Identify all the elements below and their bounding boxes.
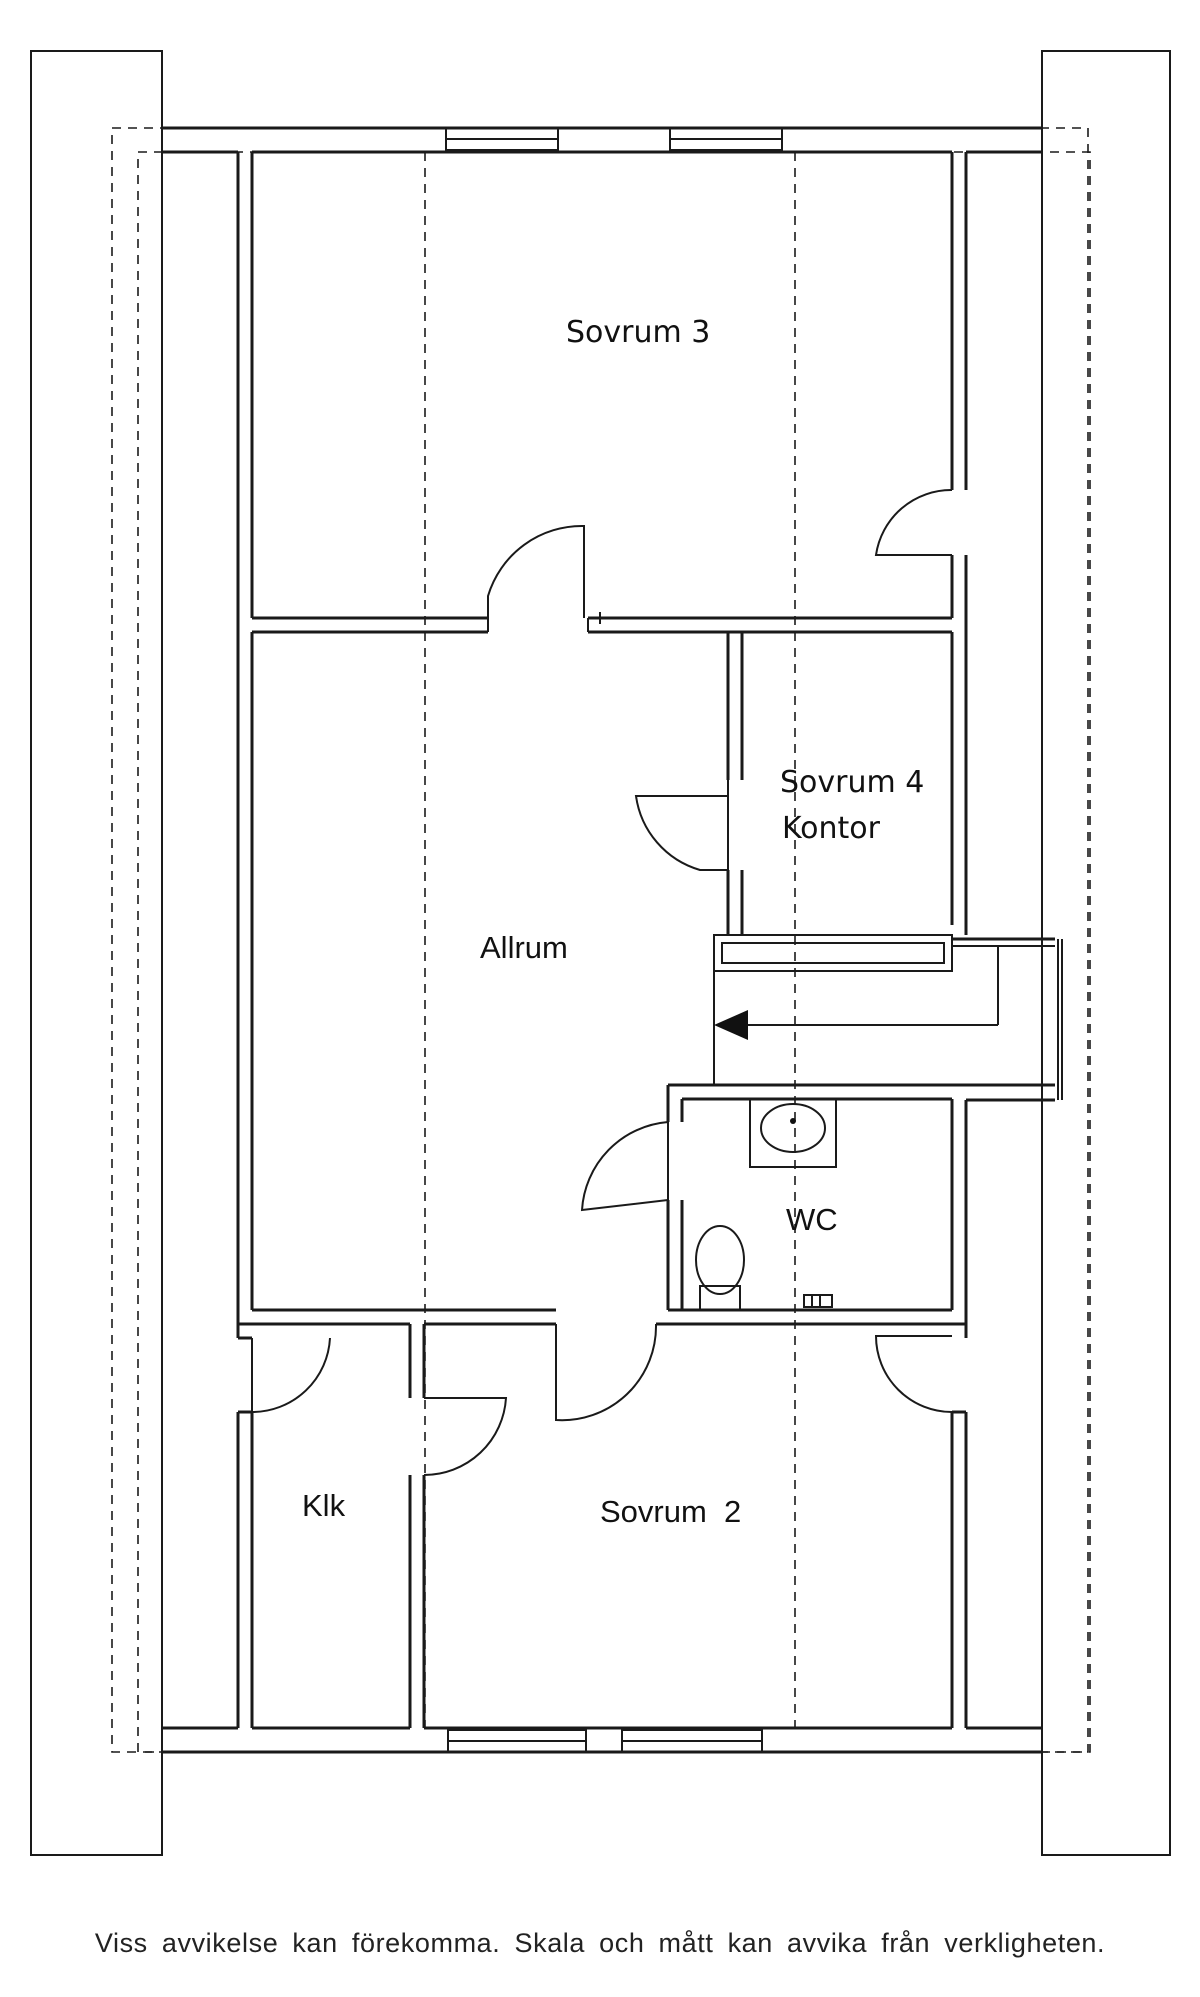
room-label-kontor: Kontor — [782, 811, 881, 846]
disclaimer-text: Viss avvikelse kan förekomma. Skala och … — [94, 1928, 1106, 1958]
room-label-sovrum2: Sovrum 2 — [600, 1494, 741, 1529]
windows — [445, 127, 783, 1753]
exterior-walls — [162, 126, 1042, 1754]
wc-fixtures — [695, 1098, 837, 1311]
room-label-allrum: Allrum — [480, 930, 568, 965]
arrow-icon — [714, 1010, 748, 1040]
room-label-klk: Klk — [302, 1488, 346, 1523]
left-outer-column — [30, 50, 163, 1856]
drain-icon — [803, 1294, 833, 1308]
room-label-sovrum3: Sovrum 3 — [566, 315, 710, 350]
right-outer-column — [1041, 50, 1171, 1856]
interior-walls — [236, 150, 1063, 1730]
room-label-sovrum4: Sovrum 4 — [780, 765, 924, 800]
toilet-icon — [695, 1225, 745, 1295]
room-label-wc: WC — [786, 1202, 838, 1237]
sink-icon — [749, 1098, 837, 1168]
door-swings — [251, 488, 953, 1477]
